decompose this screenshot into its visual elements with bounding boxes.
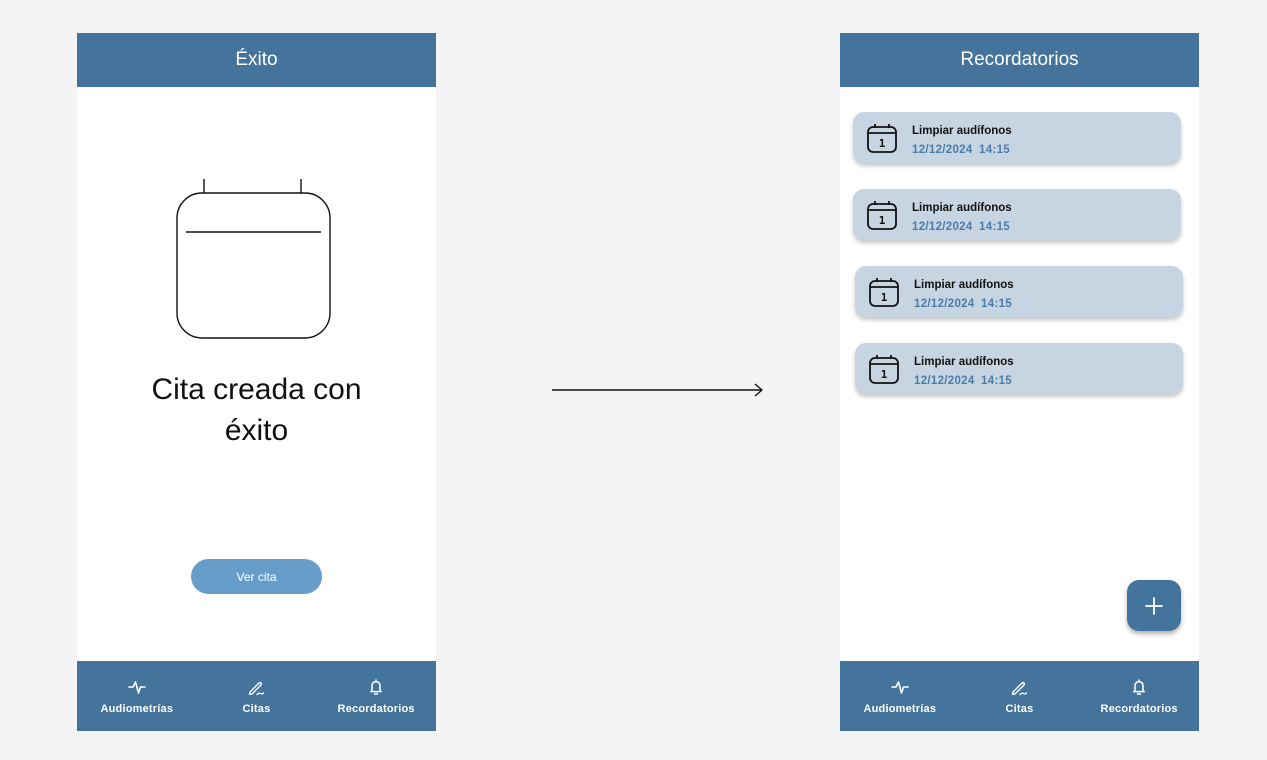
calendar-icon: 1	[869, 355, 899, 384]
bell-icon	[370, 678, 383, 695]
top-bar: Éxito	[77, 33, 436, 87]
nav-item-citas[interactable]: Citas	[197, 678, 315, 715]
reminders-screen: Recordatorios 1 Limpiar audífonos 12/12/…	[840, 33, 1199, 731]
nav-label: Audiometrías	[863, 702, 937, 715]
bell-icon	[1133, 678, 1146, 695]
nav-item-audiometrias[interactable]: Audiometrías	[78, 678, 196, 715]
calendar-day-number: 1	[881, 291, 888, 304]
calendar-day-number: 1	[879, 137, 886, 150]
nav-item-recordatorios[interactable]: Recordatorios	[317, 678, 435, 715]
calendar-icon: 1	[869, 278, 899, 307]
view-appointment-button[interactable]: Ver cita	[191, 559, 322, 594]
screen-title: Recordatorios	[960, 49, 1079, 70]
calendar-day-number: 1	[879, 214, 886, 227]
reminder-title: Limpiar audífonos	[912, 125, 1012, 137]
nav-item-citas[interactable]: Citas	[960, 678, 1078, 715]
bottom-navigation: Audiometrías Citas Recordatorios	[840, 661, 1199, 731]
reminder-datetime: 12/12/2024 14:15	[914, 298, 1012, 310]
reminder-card[interactable]: 1 Limpiar audífonos 12/12/2024 14:15	[855, 266, 1183, 317]
calendar-icon: 1	[867, 124, 897, 153]
bottom-navigation: Audiometrías Citas Recordatorios	[77, 661, 436, 731]
nav-label: Recordatorios	[1100, 702, 1178, 715]
nav-label: Citas	[1005, 702, 1034, 715]
pen-icon	[249, 681, 265, 695]
nav-label: Audiometrías	[100, 702, 174, 715]
flow-arrow-icon	[552, 383, 763, 397]
screen-title: Éxito	[235, 49, 278, 70]
reminder-card[interactable]: 1 Limpiar audífonos 12/12/2024 14:15	[855, 343, 1183, 394]
reminder-card[interactable]: 1 Limpiar audífonos 12/12/2024 14:15	[853, 189, 1181, 240]
success-message: Cita creada con éxito	[151, 373, 362, 447]
calendar-icon	[176, 179, 331, 339]
reminder-title: Limpiar audífonos	[914, 356, 1014, 368]
calendar-day-number: 1	[881, 368, 888, 381]
reminder-card[interactable]: 1 Limpiar audífonos 12/12/2024 14:15	[853, 112, 1181, 163]
reminder-datetime: 12/12/2024 14:15	[914, 375, 1012, 387]
nav-label: Recordatorios	[337, 702, 415, 715]
reminder-datetime: 12/12/2024 14:15	[912, 221, 1010, 233]
success-screen: Éxito Cita creada con éxito Ver cita Aud…	[77, 33, 436, 731]
reminder-title: Limpiar audífonos	[914, 279, 1014, 291]
nav-item-audiometrias[interactable]: Audiometrías	[841, 678, 959, 715]
calendar-icon: 1	[867, 201, 897, 230]
pen-icon	[1012, 681, 1028, 695]
plus-icon	[1145, 596, 1163, 615]
top-bar: Recordatorios	[840, 33, 1199, 87]
pulse-icon	[891, 680, 909, 694]
reminder-datetime: 12/12/2024 14:15	[912, 144, 1010, 156]
nav-item-recordatorios[interactable]: Recordatorios	[1080, 678, 1198, 715]
pulse-icon	[128, 680, 146, 694]
reminder-title: Limpiar audífonos	[912, 202, 1012, 214]
add-reminder-button[interactable]	[1127, 580, 1181, 631]
nav-label: Citas	[242, 702, 271, 715]
